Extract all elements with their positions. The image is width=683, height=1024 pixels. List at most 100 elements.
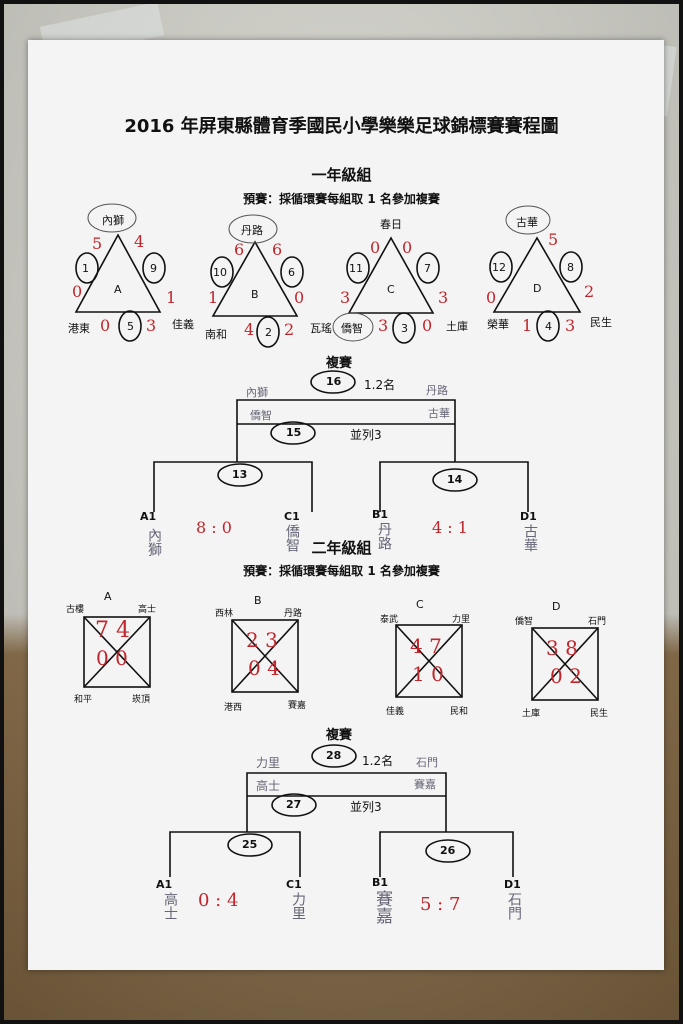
handwritten-score: 0 [100, 316, 111, 335]
a1-team: 高士 [162, 892, 178, 920]
group-b-top-team: 丹路 [241, 224, 263, 237]
handwritten-score: 1 [166, 288, 177, 307]
group-c-letter: C [387, 283, 395, 296]
handwritten-score: 1 0 [412, 662, 444, 686]
group-c-triangle [347, 236, 435, 314]
final-left-team: 力里 [256, 756, 281, 770]
d1-team: 古華 [522, 524, 538, 552]
group-a-letter: A [114, 283, 122, 296]
g2-group-d-tl: 僑智 [515, 617, 534, 627]
third-right-team: 賽嘉 [414, 778, 436, 791]
group-d-left-team: 榮華 [487, 318, 509, 331]
match-26: 26 [440, 844, 456, 857]
seed-a1: A1 [140, 510, 157, 523]
g2-group-b-bl: 港西 [224, 703, 243, 713]
match-15-label: 並列3 [350, 428, 382, 442]
poster-title: 2016 年屏東縣體育季國民小學樂樂足球錦標賽賽程圖 [124, 116, 559, 137]
g2-group-c-bl: 佳義 [386, 707, 405, 717]
group-c-left-team-2: 僑智 [341, 322, 363, 335]
group-a-top-team: 內獅 [102, 214, 124, 227]
score-ac: 0 : 4 [198, 890, 239, 911]
handwritten-score: 4 7 [410, 634, 442, 658]
match-27: 27 [286, 798, 302, 811]
handwritten-score: 0 4 [248, 656, 280, 680]
group-d-triangle [492, 236, 582, 313]
handwritten-score: 0 [294, 288, 305, 307]
g2-group-a-tl: 古樓 [66, 605, 85, 615]
g2-group-a-br: 崁頂 [132, 695, 151, 705]
handwritten-score: 2 [584, 282, 595, 301]
seed-d1: D1 [520, 510, 537, 523]
group-d-match-1: 12 [492, 261, 506, 274]
handwritten-score: 0 [402, 238, 413, 257]
handwritten-score: 3 [146, 316, 157, 335]
match-28: 28 [326, 749, 342, 762]
grade1-prelim-rule: 預賽：採循環賽每組取 1 名參加複賽 [243, 192, 440, 206]
g2-group-c-br: 民和 [450, 707, 469, 717]
seed-a1: A1 [156, 878, 173, 891]
group-a-left-team: 港東 [68, 322, 90, 335]
group-b-letter: B [251, 288, 259, 301]
handwritten-score: 6 [234, 240, 245, 259]
g2-group-d-br: 民生 [590, 709, 609, 719]
final-right-team: 石門 [416, 756, 438, 769]
g2-group-b-tl: 西林 [215, 609, 234, 619]
group-b-match-2: 6 [288, 266, 295, 279]
match-13: 13 [232, 468, 248, 481]
b1-team: 丹路 [376, 522, 392, 550]
g2-group-b-br: 賽嘉 [288, 701, 307, 711]
g2-group-c-letter: C [416, 598, 424, 611]
handwritten-score: 3 [340, 288, 351, 307]
handwritten-score: 0 0 [96, 646, 128, 670]
group-a-match-1: 1 [82, 262, 89, 275]
group-c-match-3: 3 [401, 322, 408, 335]
group-c-top-team: 春日 [380, 218, 402, 231]
poster-sheet [28, 40, 664, 970]
group-d-match-3: 4 [545, 320, 552, 333]
grade2-prelim-rule: 預賽：採循環賽每組取 1 名參加複賽 [243, 564, 440, 578]
g2-group-b-letter: B [254, 594, 262, 607]
handwritten-score: 3 [378, 316, 389, 335]
group-b-left-team: 南和 [205, 328, 227, 341]
group-d-top-team: 古華 [516, 216, 538, 229]
score-bd: 4 : 1 [432, 518, 468, 537]
group-a-match-3: 5 [127, 320, 134, 333]
handwritten-score: 0 2 [550, 664, 582, 688]
handwritten-score: 3 [438, 288, 449, 307]
group-a-match-2: 9 [150, 262, 157, 275]
group-c-right-team: 土庫 [446, 320, 468, 333]
group-c-match-2: 7 [424, 262, 431, 275]
g2-group-a-tr: 高士 [138, 605, 157, 615]
handwritten-score: 0 [486, 288, 497, 307]
handwritten-score: 6 [272, 240, 283, 259]
handwritten-score: 0 [370, 238, 381, 257]
grade1-heading: 一年級組 [311, 166, 372, 184]
handwritten-score: 2 3 [246, 628, 278, 652]
g2-group-a-bl: 和平 [74, 695, 93, 705]
match-27-label: 並列3 [350, 800, 382, 814]
group-d-letter: D [533, 282, 542, 295]
handwritten-score: 3 8 [546, 636, 578, 660]
handwritten-score: 3 [565, 316, 576, 335]
g2-group-c-tl: 泰武 [380, 615, 399, 625]
handwritten-score: 0 [72, 282, 83, 301]
third-right-team: 古華 [428, 407, 450, 420]
g2-group-b-tr: 丹路 [284, 609, 303, 619]
match-15: 15 [286, 426, 302, 439]
match-28-label: 1.2名 [362, 754, 394, 768]
seed-c1: C1 [286, 878, 302, 891]
a1-team: 內獅 [146, 528, 162, 556]
match-14: 14 [447, 473, 463, 486]
handwritten-score: 1 [208, 288, 219, 307]
handwritten-score: 4 [134, 232, 145, 251]
g2-group-c-tr: 力里 [452, 615, 471, 625]
b1-team: 賽嘉 [372, 890, 392, 924]
c1-team: 力里 [290, 892, 306, 920]
handwritten-score: 2 [284, 320, 295, 339]
third-left-team: 僑智 [250, 409, 272, 422]
handwritten-score: 5 [92, 234, 103, 253]
seed-d1: D1 [504, 878, 521, 891]
score-bd: 5 : 7 [420, 894, 461, 915]
group-d-right-team: 民生 [590, 316, 612, 329]
handwritten-score: 5 [548, 230, 559, 249]
